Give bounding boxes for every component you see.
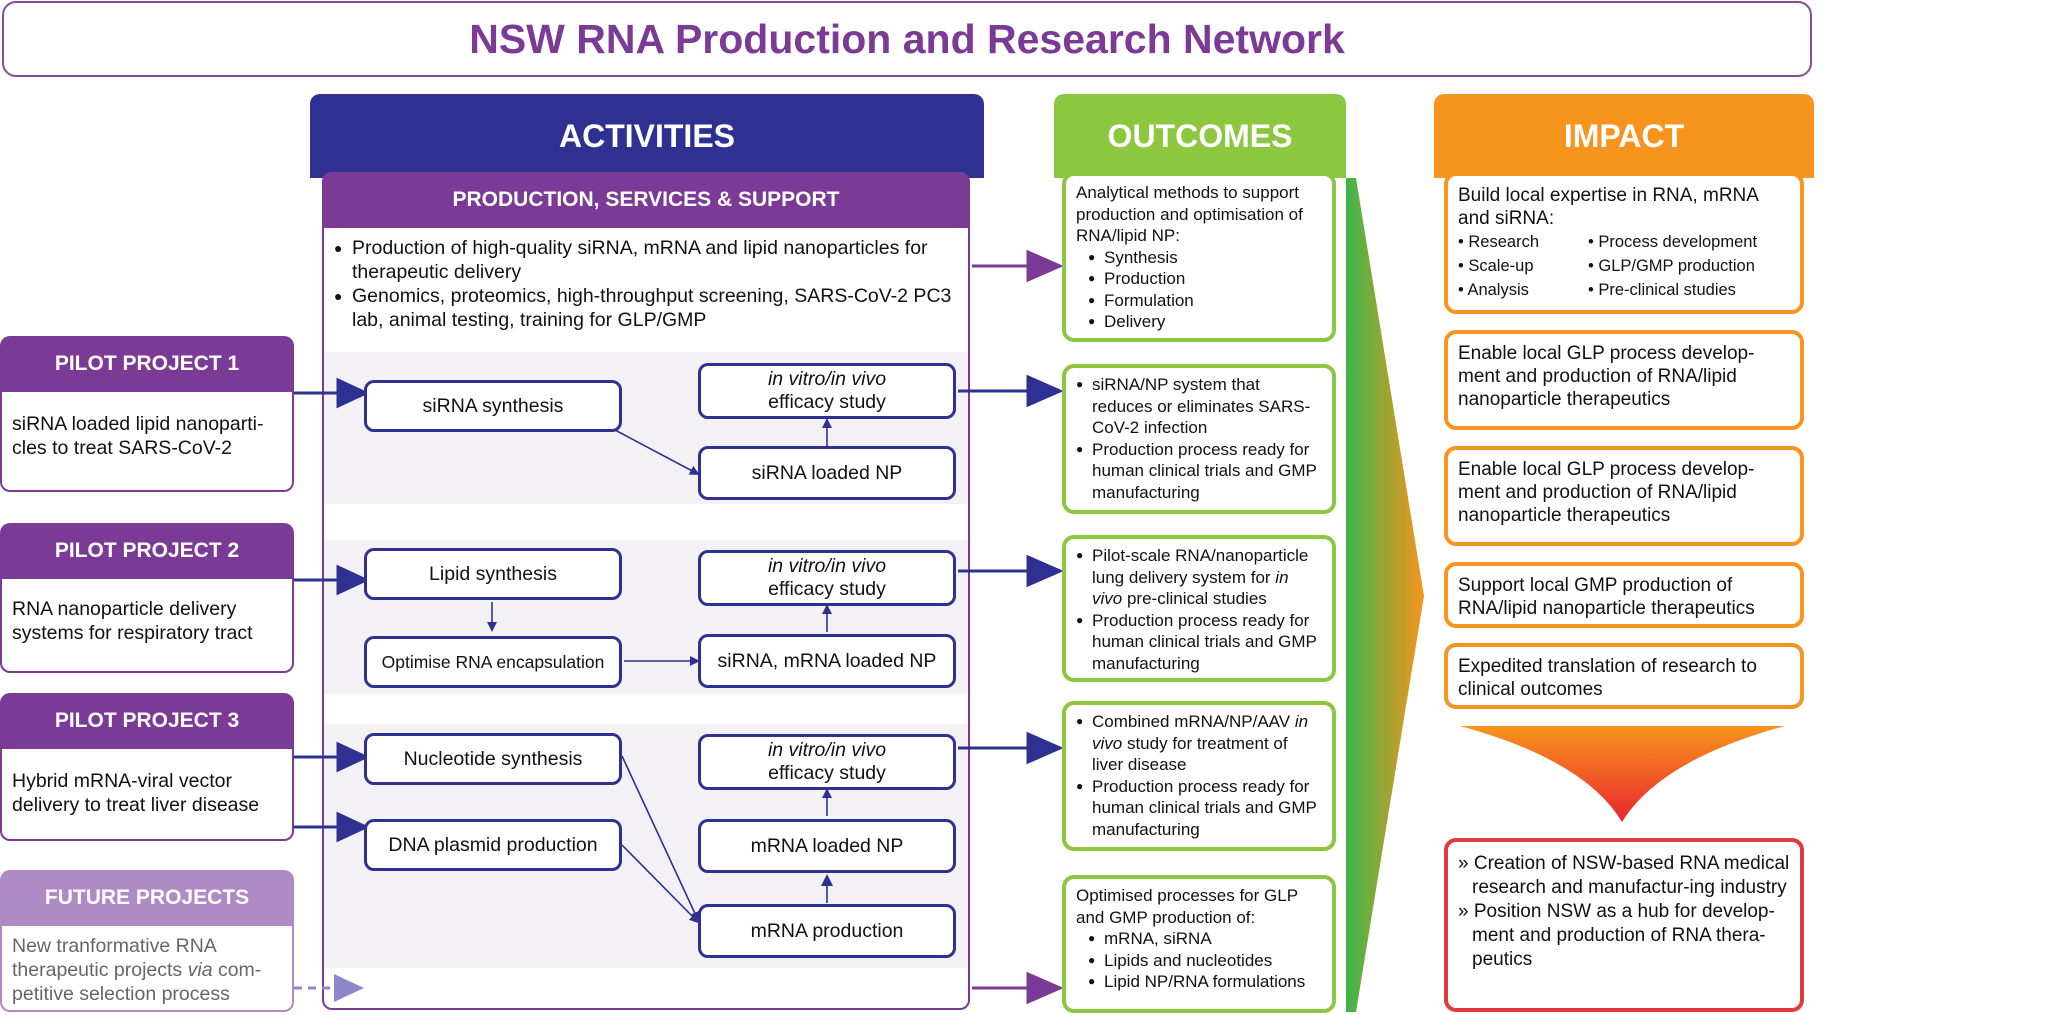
outcome-3-text: Pilot-scale RNA/nanoparticle lung delive… [1092,546,1309,587]
production-bullet-1: Production of high-quality siRNA, mRNA a… [334,236,964,284]
impact-build-expertise: Build local expertise in RNA, mRNA and s… [1444,172,1804,314]
node-efficacy-study-1: in vitro/in vivo efficacy study [698,363,956,419]
pilot-3-header: PILOT PROJECT 3 [0,693,294,749]
impact-3-text: Enable local GLP process develop-ment an… [1458,459,1755,526]
impact-expedited-translation: Expedited translation of research to cli… [1444,643,1804,709]
future-desc-a: New tranformative RNA therapeutic projec… [12,935,216,981]
pilot-3-body: Hybrid mRNA-viral vector delivery to tre… [0,749,294,841]
outcome-1-item: Formulation [1088,290,1322,312]
outcome-2-bullet-1: siRNA/NP system that reduces or eliminat… [1076,374,1322,439]
page-title: NSW RNA Production and Research Network [469,15,1345,62]
outcome-5-item: Lipids and nucleotides [1088,950,1322,972]
pilot-2-description: RNA nanoparticle delivery systems for re… [12,598,253,644]
outcome-3-bullet-2: Production process ready for human clini… [1076,610,1322,675]
node-label-italic: in vitro/in vivo [767,739,887,761]
node-optimise-rna-encapsulation: Optimise RNA encapsulation [364,636,622,688]
node-mrna-loaded-np: mRNA loaded NP [698,819,956,873]
node-label: siRNA synthesis [422,394,564,417]
outcome-1-item: Synthesis [1088,247,1322,269]
impact-2-text: Enable local GLP process develop-ment an… [1458,343,1755,410]
node-sirna-synthesis: siRNA synthesis [364,380,622,432]
node-label: siRNA loaded NP [751,461,903,484]
pilot-1-header: PILOT PROJECT 1 [0,336,294,392]
impact-gmp-production: Support local GMP production of RNA/lipi… [1444,562,1804,628]
outcome-4-text: Combined mRNA/NP/AAV [1092,712,1295,731]
node-nucleotide-synthesis: Nucleotide synthesis [364,733,622,785]
impact-4-text: Support local GMP production of RNA/lipi… [1458,575,1755,619]
outcome-1-intro: Analytical methods to support production… [1076,183,1303,245]
future-desc-b: com-petitive selection process [12,959,262,1005]
outcome-3-bullet-1: Pilot-scale RNA/nanoparticle lung delive… [1076,545,1322,610]
node-efficacy-study-3: in vitro/in vivo efficacy study [698,734,956,790]
node-lipid-synthesis: Lipid synthesis [364,548,622,600]
impact-glp-process-1: Enable local GLP process develop-ment an… [1444,330,1804,430]
impact-1-item: Analysis [1458,278,1588,302]
node-dna-plasmid-production: DNA plasmid production [364,819,622,871]
pilot-1-body: siRNA loaded lipid nanoparti-cles to tre… [0,392,294,492]
impact-5-text: Expedited translation of research to cli… [1458,656,1757,700]
node-label: efficacy study [768,578,886,600]
outcome-4-italic: in vivo [1092,712,1309,753]
pilot-3-description: Hybrid mRNA-viral vector delivery to tre… [12,770,260,816]
activities-header: ACTIVITIES [310,94,984,178]
node-label-italic: in vitro/in vivo [767,555,887,577]
outcome-optimised-processes: Optimised processes for GLP and GMP prod… [1062,875,1336,1013]
impact-1-item: Pre-clinical studies [1588,278,1790,302]
production-bullet-2: Genomics, proteomics, high-throughput sc… [334,284,964,332]
impact-1-intro: Build local expertise in RNA, mRNA and s… [1458,185,1758,229]
pilot-1-description: siRNA loaded lipid nanoparti-cles to tre… [12,413,264,459]
production-bullets: Production of high-quality siRNA, mRNA a… [334,236,964,332]
outcome-3-text: pre-clinical studies [1122,589,1267,608]
outcome-pilot-3: Combined mRNA/NP/AAV in vivo study for t… [1062,701,1336,851]
node-label: mRNA loaded NP [750,834,904,857]
outcome-1-item: Production [1088,268,1322,290]
node-label: DNA plasmid production [388,833,598,856]
impact-1-item: Research [1458,230,1588,254]
title-box: NSW RNA Production and Research Network [2,1,1812,77]
pilot-2-body: RNA nanoparticle delivery systems for re… [0,579,294,673]
production-header: PRODUCTION, SERVICES & SUPPORT [322,172,970,228]
outcome-1-item: Delivery [1088,311,1322,333]
pilot-2-header: PILOT PROJECT 2 [0,523,294,579]
node-label: efficacy study [768,762,886,784]
outcome-5-intro: Optimised processes for GLP and GMP prod… [1076,886,1298,927]
final-outcome-2: » Position NSW as a hub for develop-ment… [1458,901,1775,970]
outcome-4-bullet-1: Combined mRNA/NP/AAV in vivo study for t… [1076,711,1322,776]
outcome-pilot-2: Pilot-scale RNA/nanoparticle lung delive… [1062,535,1336,682]
impact-funnel-arrow [1460,726,1785,822]
green-orange-arrow [1346,178,1424,1012]
future-desc-italic: via [187,959,213,981]
node-sirna-loaded-np: siRNA loaded NP [698,446,956,500]
outcome-pilot-1: siRNA/NP system that reduces or eliminat… [1062,364,1336,514]
impact-final-outcome: » Creation of NSW-based RNA medical rese… [1444,838,1804,1012]
node-label-italic: in vitro/in vivo [767,368,887,390]
final-outcome-1: » Creation of NSW-based RNA medical rese… [1458,853,1790,898]
future-projects-body: New tranformative RNA therapeutic projec… [0,926,294,1012]
node-label: Nucleotide synthesis [403,747,583,770]
node-label: efficacy study [768,391,886,413]
node-mrna-production: mRNA production [698,904,956,958]
outcome-4-text: study for treatment of liver disease [1092,733,1288,775]
node-label: Optimise RNA encapsulation [381,651,605,672]
outcome-5-item: Lipid NP/RNA formulations [1088,971,1322,993]
outcome-5-item: mRNA, siRNA [1088,928,1322,950]
impact-1-item: Process development [1588,230,1790,254]
outcome-3-italic: in vivo [1092,567,1289,609]
node-label: siRNA, mRNA loaded NP [717,649,937,672]
outcome-analytical-methods: Analytical methods to support production… [1062,172,1336,342]
outcome-2-bullet-2: Production process ready for human clini… [1076,439,1322,504]
outcome-4-bullet-2: Production process ready for human clini… [1076,776,1322,841]
outcomes-header: OUTCOMES [1054,94,1346,178]
node-efficacy-study-2: in vitro/in vivo efficacy study [698,550,956,606]
impact-header: IMPACT [1434,94,1814,178]
impact-1-item: GLP/GMP production [1588,254,1790,278]
impact-1-item: Scale-up [1458,254,1588,278]
node-label: Lipid synthesis [429,562,557,585]
impact-glp-process-2: Enable local GLP process develop-ment an… [1444,446,1804,546]
future-projects-header: FUTURE PROJECTS [0,870,294,926]
node-sirna-mrna-loaded-np: siRNA, mRNA loaded NP [698,634,956,688]
node-label: mRNA production [750,919,904,942]
